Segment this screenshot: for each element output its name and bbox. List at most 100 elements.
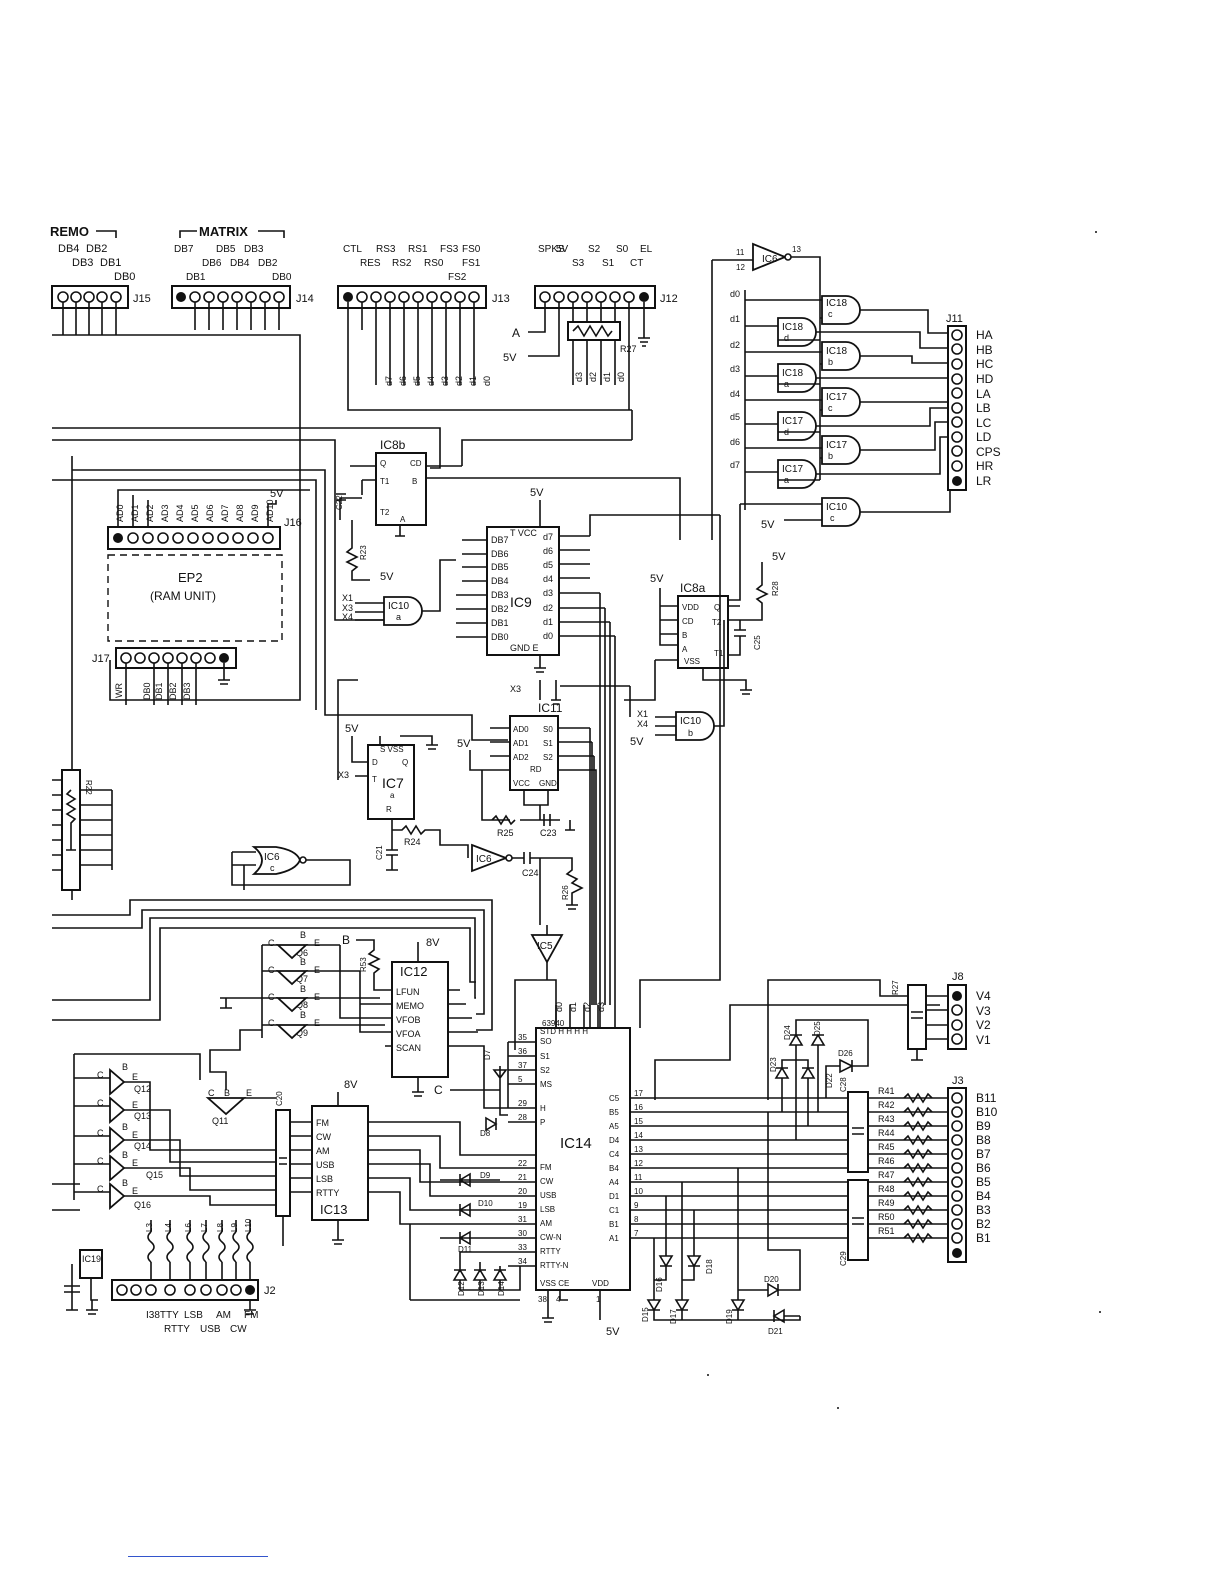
svg-text:B: B (122, 1150, 128, 1160)
j11-hr: HR (976, 459, 994, 473)
svg-text:d1: d1 (602, 372, 612, 382)
j3-b7: B7 (976, 1147, 991, 1161)
j13-label: J13 (492, 293, 510, 305)
svg-text:DB2: DB2 (168, 682, 178, 700)
ic9-label: IC9 (510, 594, 532, 610)
j3-b11: B11 (976, 1091, 997, 1105)
j12-pin-4: S2 (588, 244, 601, 255)
j15-pin-4: DB1 (100, 257, 121, 269)
svg-text:L3: L3 (145, 1223, 154, 1232)
ic8a-label: IC8a (680, 581, 706, 595)
svg-text:LSB: LSB (316, 1174, 333, 1184)
d15-d21-diodes: D15 D16 D17 D18 D19 D20 D21 (641, 1112, 801, 1336)
svg-text:10: 10 (634, 1187, 643, 1196)
j16-connector: J16 5V AD0 AD1 AD2 AD3 AD4 AD5 AD6 AD7 A… (107, 488, 310, 550)
svg-text:USB: USB (540, 1191, 556, 1200)
svg-text:9: 9 (634, 1201, 639, 1210)
svg-text:AD2: AD2 (145, 504, 155, 522)
svg-text:5V: 5V (606, 1326, 620, 1338)
svg-text:B: B (300, 984, 306, 994)
svg-text:c: c (270, 863, 275, 873)
svg-text:b: b (688, 728, 693, 738)
svg-text:L10: L10 (244, 1218, 253, 1232)
svg-text:B: B (342, 933, 350, 947)
svg-text:P: P (540, 1118, 545, 1127)
svg-text:19: 19 (518, 1201, 527, 1210)
svg-text:L9: L9 (230, 1223, 239, 1232)
j14-pin-2: DB6 (202, 258, 222, 269)
j11-hb: HB (976, 343, 993, 357)
svg-text:d4: d4 (730, 389, 740, 399)
svg-text:D7: D7 (483, 1049, 492, 1060)
j11-lr: LR (976, 474, 992, 488)
j11-ld: LD (976, 430, 992, 444)
j2-pin-cw: CW (230, 1324, 247, 1335)
svg-text:VCC: VCC (513, 779, 530, 788)
svg-text:IC17: IC17 (782, 464, 804, 475)
svg-text:AD0: AD0 (513, 725, 529, 734)
j2-pin-lsb: LSB (184, 1310, 203, 1321)
svg-text:Q6: Q6 (296, 948, 308, 958)
svg-text:D10: D10 (478, 1199, 493, 1208)
svg-text:a: a (396, 612, 401, 622)
svg-text:Q14: Q14 (134, 1141, 151, 1151)
svg-text:E: E (314, 992, 320, 1002)
j14-label: J14 (296, 293, 314, 305)
j3-b1: B1 (976, 1231, 991, 1245)
j12-label: J12 (660, 293, 678, 305)
j12-pin-7: CT (630, 258, 643, 269)
svg-text:E: E (132, 1158, 138, 1168)
svg-text:T2: T2 (380, 508, 390, 517)
svg-text:D1: D1 (609, 1192, 620, 1201)
svg-text:35: 35 (518, 1033, 527, 1042)
svg-text:IC18: IC18 (826, 346, 848, 357)
j2-label: J2 (264, 1285, 276, 1297)
svg-text:RTTY: RTTY (540, 1247, 561, 1256)
svg-text:C: C (208, 1088, 215, 1098)
ic12-label: IC12 (400, 964, 427, 979)
j3-b2: B2 (976, 1217, 991, 1231)
svg-text:12: 12 (736, 263, 745, 272)
svg-text:C: C (268, 1018, 275, 1028)
svg-text:RD: RD (530, 765, 542, 774)
svg-text:d7: d7 (384, 376, 394, 386)
j12-connector: J12 SPKS 5V S3 S2 S1 S0 CT EL A 5V R27 d… (503, 244, 678, 410)
j15-pin-2: DB3 (72, 257, 93, 269)
svg-text:B: B (122, 1062, 128, 1072)
svg-text:B: B (300, 957, 306, 967)
svg-text:IC10: IC10 (680, 716, 702, 727)
svg-text:LFUN: LFUN (396, 987, 420, 997)
svg-text:R: R (386, 805, 392, 814)
ic5-buffer: IC5 (514, 925, 564, 1050)
svg-text:R51: R51 (878, 1226, 895, 1236)
j12-pin-5: S1 (602, 258, 615, 269)
svg-text:A5: A5 (609, 1122, 619, 1131)
svg-text:VDD: VDD (682, 603, 699, 612)
svg-text:T1: T1 (714, 649, 724, 658)
svg-text:AD2: AD2 (513, 753, 529, 762)
svg-text:R42: R42 (878, 1100, 895, 1110)
ic6c-gate: IC6 c (52, 846, 493, 1031)
svg-text:5V: 5V (345, 723, 359, 735)
j2-connector: J2 I38TTY RTTY LSB USB AM CW FM (111, 1279, 276, 1335)
svg-text:5V: 5V (380, 571, 394, 583)
ic10c-gate: IC10 c 5V (728, 480, 951, 601)
svg-text:R26: R26 (561, 885, 570, 900)
svg-text:d3: d3 (574, 372, 584, 382)
svg-text:d0: d0 (554, 1002, 564, 1012)
ic6d-label: IC6 (762, 254, 778, 265)
svg-text:DB4: DB4 (491, 576, 509, 586)
j14-pin-3: DB5 (216, 244, 236, 255)
svg-text:R25: R25 (497, 828, 514, 838)
svg-text:S2: S2 (543, 753, 553, 762)
svg-text:B: B (224, 1088, 230, 1098)
svg-text:Q8: Q8 (296, 1000, 308, 1010)
svg-text:IC17: IC17 (826, 440, 848, 451)
svg-text:5V: 5V (772, 551, 786, 563)
svg-text:B1: B1 (609, 1220, 619, 1229)
j13-pin-3: RS3 (376, 244, 396, 255)
svg-text:L8: L8 (216, 1223, 225, 1232)
svg-text:D17: D17 (669, 1309, 678, 1324)
svg-text:S1: S1 (543, 739, 553, 748)
